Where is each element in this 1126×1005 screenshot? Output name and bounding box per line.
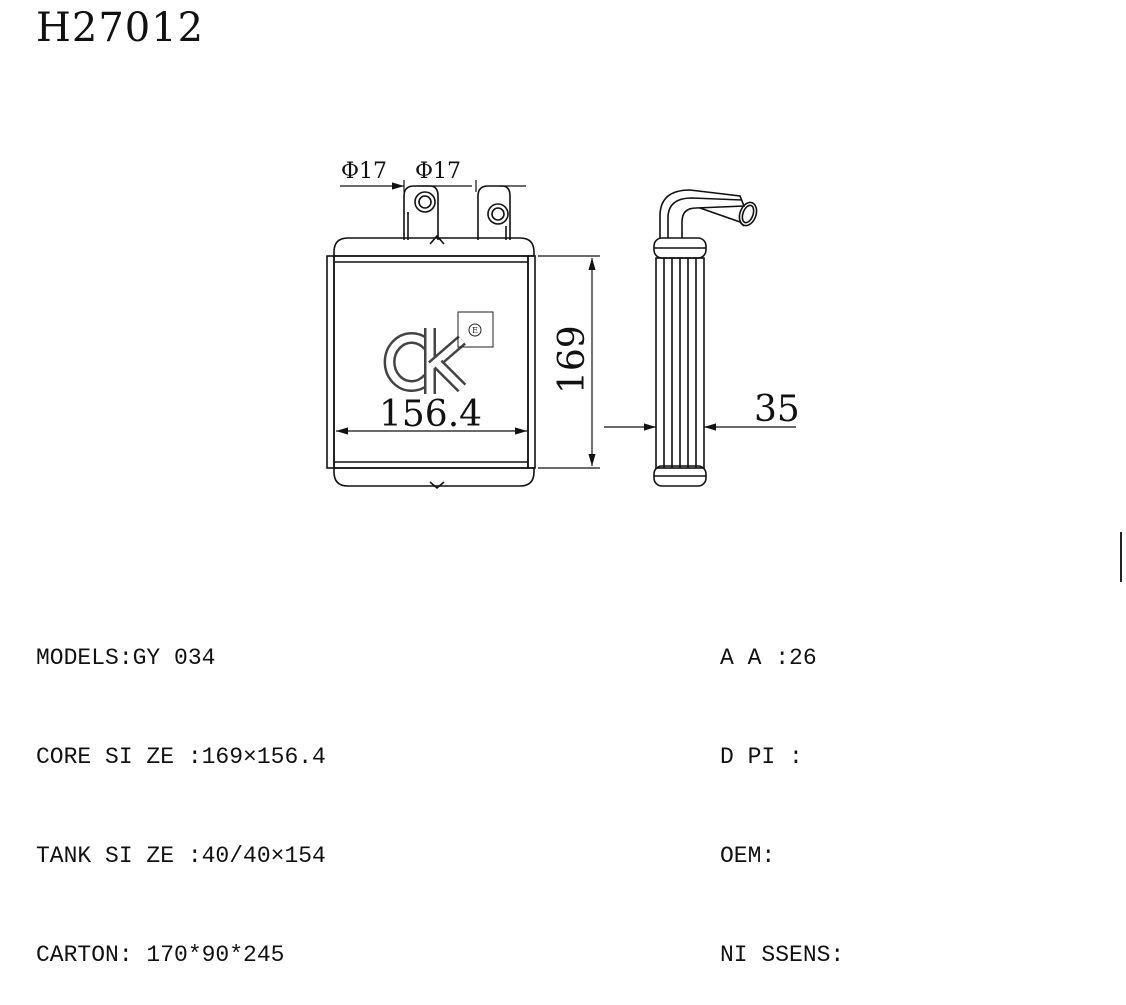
spec-aa: A A :26 bbox=[720, 645, 817, 671]
spec-dpi: D PI : bbox=[720, 744, 803, 770]
ck-logo bbox=[383, 311, 494, 394]
text-cursor bbox=[1120, 532, 1122, 582]
specs-right: A A :26 D PI : OEM: NI SSENS: bbox=[720, 576, 844, 1005]
spec-nissens: NI SSENS: bbox=[720, 942, 845, 968]
spec-carton: CARTON: 170*90*245 bbox=[36, 942, 285, 968]
heater-core-drawing: E Φ17 Φ17 156.4 169 bbox=[326, 159, 800, 490]
width-dim-label: 156.4 bbox=[379, 394, 482, 435]
part-number-title: H27012 bbox=[36, 5, 205, 51]
pipe-right bbox=[477, 185, 511, 240]
top-tank bbox=[333, 237, 535, 257]
bottom-tank bbox=[333, 467, 535, 487]
spec-tank-size: TANK SI ZE :40/40×154 bbox=[36, 843, 326, 869]
side-pipe-elbow bbox=[659, 189, 746, 238]
side-plate-left bbox=[326, 255, 335, 469]
pipe-dia-right-label: Φ17 bbox=[415, 159, 461, 184]
side-plate-right bbox=[527, 255, 536, 469]
front-view bbox=[326, 185, 536, 490]
height-dim-label: 169 bbox=[552, 325, 593, 394]
specs-left: MODELS:GY 034 CORE SI ZE :169×156.4 TANK… bbox=[36, 576, 326, 1005]
spec-core-size: CORE SI ZE :169×156.4 bbox=[36, 744, 326, 770]
height-dimension bbox=[538, 255, 600, 469]
core-outline bbox=[333, 255, 529, 469]
side-view bbox=[653, 189, 758, 487]
logo-mark: E bbox=[472, 326, 478, 335]
spec-oem: OEM: bbox=[720, 843, 776, 869]
pipe-dia-left-label: Φ17 bbox=[341, 159, 387, 184]
pipe-left bbox=[403, 185, 439, 240]
thickness-dim-label: 35 bbox=[754, 389, 800, 430]
spec-models: MODELS:GY 034 bbox=[36, 645, 216, 671]
pipe-diameter-dims bbox=[340, 180, 526, 192]
